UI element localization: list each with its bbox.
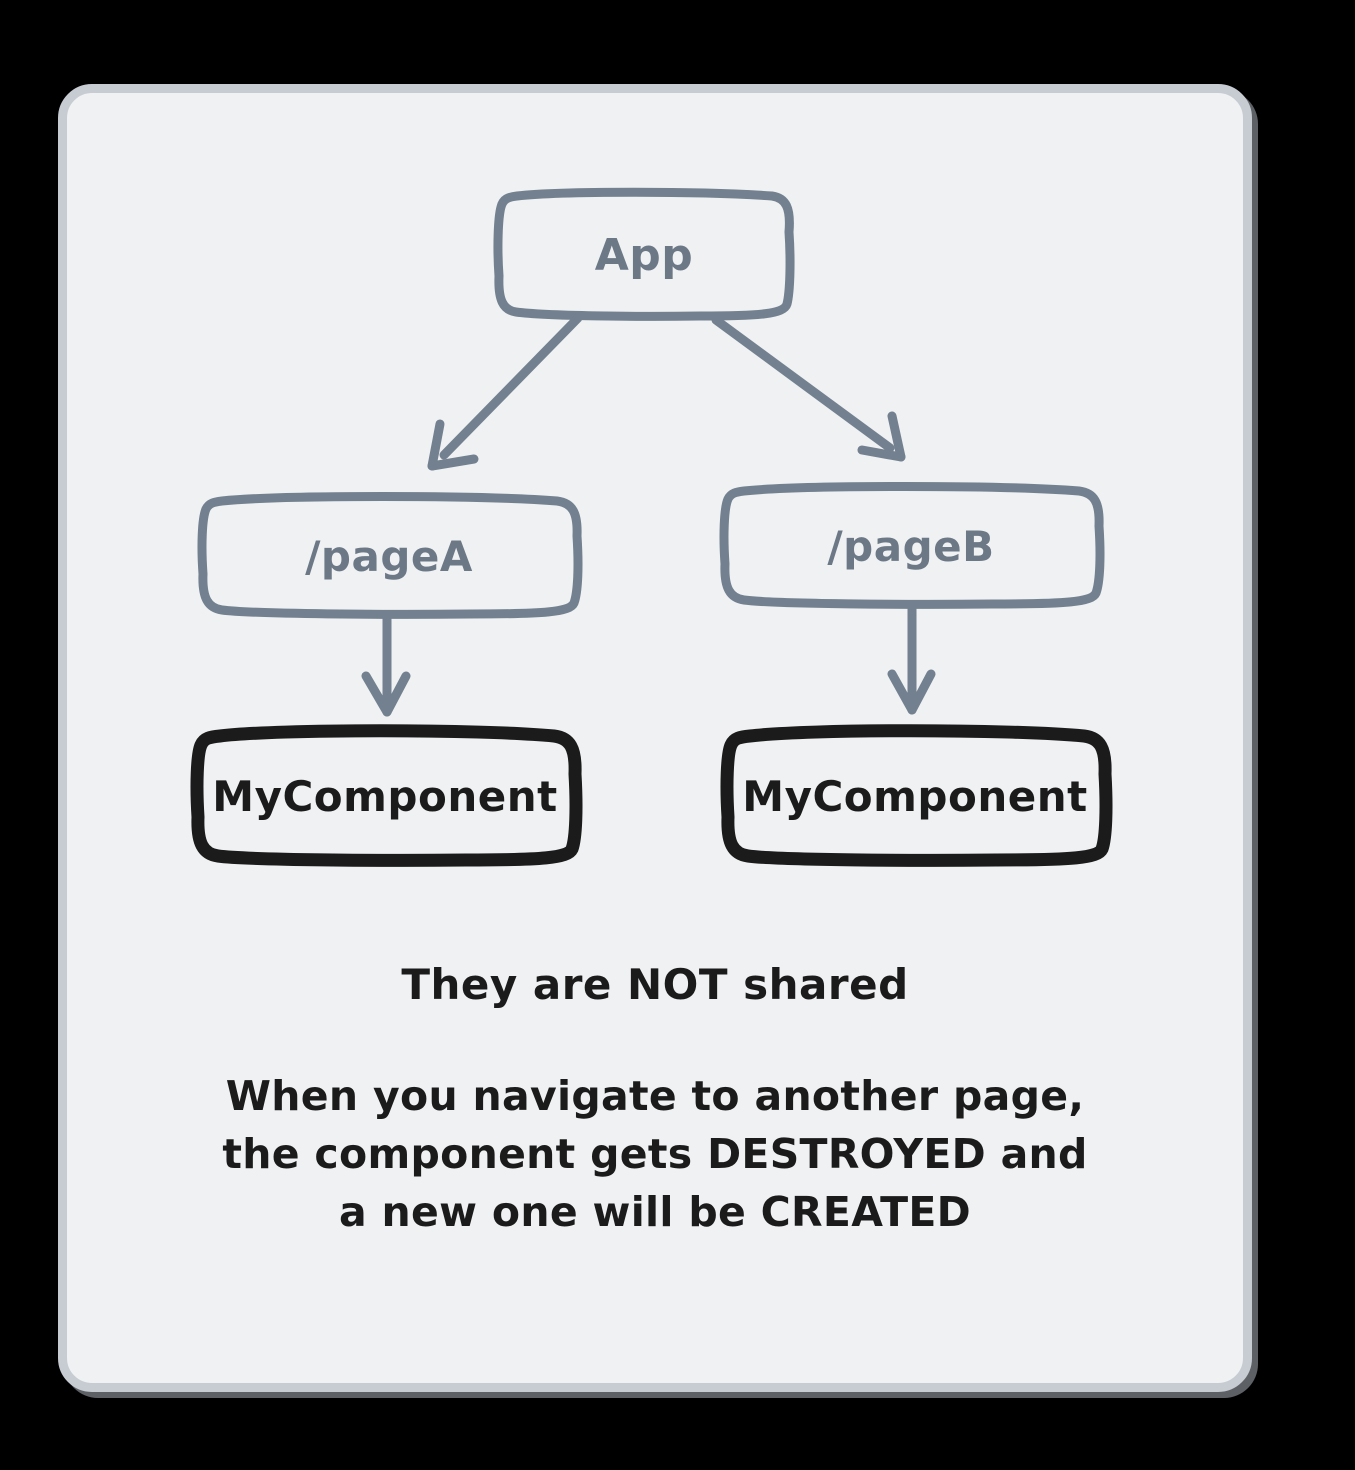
node-label-component-b: MyComponent xyxy=(742,771,1088,821)
caption-block: They are NOT shared When you navigate to… xyxy=(58,960,1252,1242)
caption-headline: They are NOT shared xyxy=(401,960,909,1009)
node-label-pageb: /pageB xyxy=(827,521,995,571)
caption-body-line-1: When you navigate to another page, xyxy=(225,1072,1085,1120)
node-label-pagea: /pageA xyxy=(305,531,473,581)
node-label-app: App xyxy=(594,229,694,281)
caption-body-line-2: the component gets DESTROYED and xyxy=(222,1130,1088,1179)
node-label-component-a: MyComponent xyxy=(212,771,558,821)
caption-body-line-3: a new one will be CREATED xyxy=(339,1188,971,1237)
